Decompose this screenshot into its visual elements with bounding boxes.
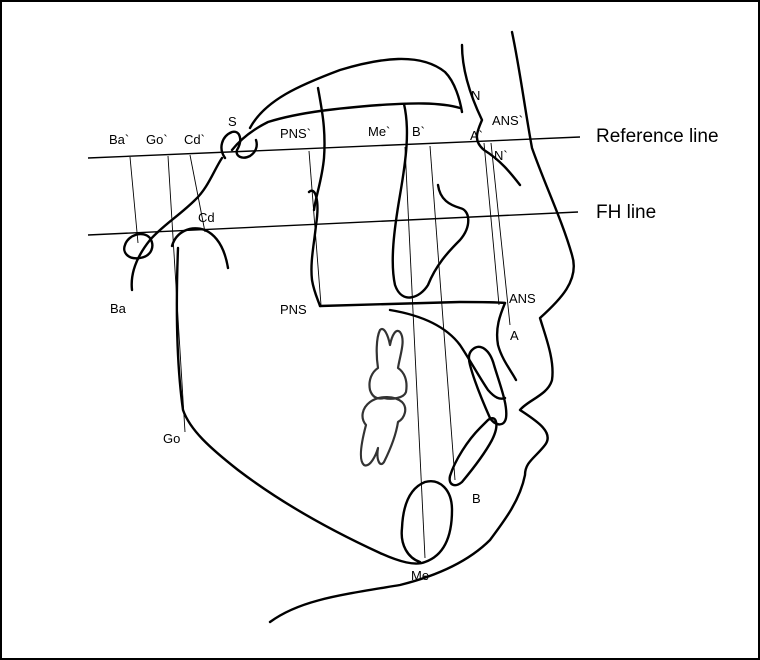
lower-incisor [450, 418, 497, 485]
basion-outline [124, 234, 152, 258]
landmark-ba: Ba [110, 301, 127, 316]
landmark-b: B [472, 491, 481, 506]
landmark-a: A [510, 328, 519, 343]
landmark-ba-prime: Ba` [109, 132, 129, 147]
reference-line-label: Reference line [596, 126, 719, 147]
upper-incisor [469, 347, 506, 425]
landmark-n: N [471, 88, 480, 103]
landmark-n-prime: N` [494, 148, 508, 163]
soft-tissue-profile [270, 32, 574, 622]
occipital-outline [172, 228, 228, 268]
landmark-pns: PNS [280, 302, 307, 317]
landmark-a-prime: A` [470, 128, 483, 143]
landmark-me: Me [411, 568, 429, 583]
landmark-cd-prime: Cd` [184, 132, 205, 147]
fh-line-label: FH line [596, 202, 656, 223]
sella-turcica [221, 132, 256, 158]
landmark-go-prime: Go` [146, 132, 168, 147]
upper-molar [369, 329, 406, 399]
landmark-cd: Cd [198, 210, 215, 225]
landmark-go: Go [163, 431, 180, 446]
mandible-outline [177, 248, 452, 564]
fh-line [88, 212, 578, 235]
orbit-outline [393, 104, 469, 298]
landmark-ans: ANS [509, 291, 536, 306]
landmark-b-prime: B` [412, 124, 425, 139]
landmark-s: S [228, 114, 237, 129]
landmark-pns-prime: PNS` [280, 126, 311, 141]
pterygoid-line [314, 88, 325, 210]
lower-molar [361, 397, 405, 465]
landmark-me-prime: Me` [368, 124, 390, 139]
landmark-ans-prime: ANS` [492, 113, 523, 128]
